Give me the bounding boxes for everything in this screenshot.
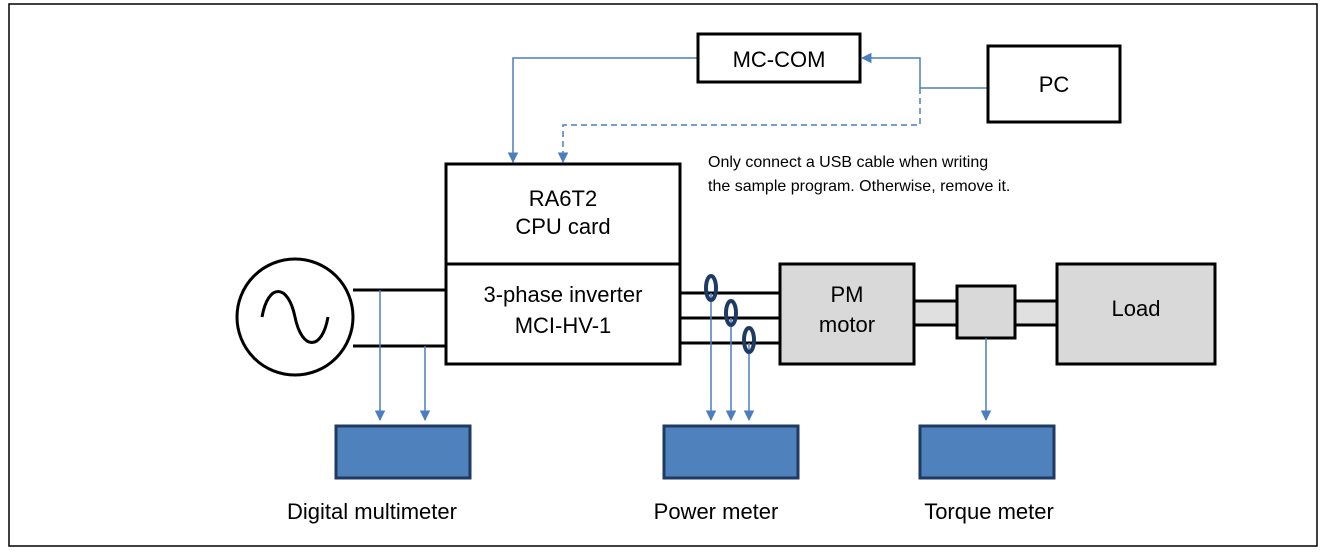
sine-wave-source-icon <box>235 257 355 377</box>
cpu-card-box: RA6T2 CPU card <box>444 162 682 266</box>
pm-motor-box: PM motor <box>778 262 916 366</box>
mc-com-box: MC-COM <box>696 32 862 84</box>
pc-box: PC <box>986 44 1122 124</box>
cpu-card-label-line2: CPU card <box>515 214 610 239</box>
current-sensor-ring-icon <box>704 274 718 302</box>
digital-multimeter-box <box>334 424 472 480</box>
inverter-box: 3-phase inverter MCI-HV-1 <box>444 262 682 366</box>
power-meter-label: Power meter <box>654 499 779 524</box>
pm-motor-label-line2: motor <box>819 312 875 337</box>
load-box: Load <box>1055 262 1217 366</box>
inverter-label-line1: 3-phase inverter <box>484 282 643 307</box>
pc-to-mccom-cable <box>860 52 988 89</box>
load-label: Load <box>1112 296 1161 321</box>
mccom-to-cpu-cable <box>507 57 698 164</box>
torque-meter-label: Torque meter <box>924 499 1054 524</box>
pc-label: PC <box>1039 72 1070 97</box>
digital-multimeter-label: Digital multimeter <box>287 499 457 524</box>
mc-com-label: MC-COM <box>733 47 826 72</box>
torque-meter-box <box>918 424 1056 480</box>
torque-sensor-coupling <box>955 284 1017 340</box>
power-meter-box <box>662 424 800 480</box>
current-sensor-ring-icon <box>724 299 738 327</box>
current-sensor-ring-icon <box>742 326 756 354</box>
pm-motor-label-line1: PM <box>831 282 864 307</box>
usb-note-line1: Only connect a USB cable when writing <box>708 154 988 171</box>
inverter-label-line2: MCI-HV-1 <box>515 313 612 338</box>
usb-cable-dashed <box>557 88 921 164</box>
cpu-card-label-line1: RA6T2 <box>529 186 597 211</box>
diagram-frame <box>8 3 1318 547</box>
usb-note-line2: the sample program. Otherwise, remove it… <box>708 178 1010 195</box>
